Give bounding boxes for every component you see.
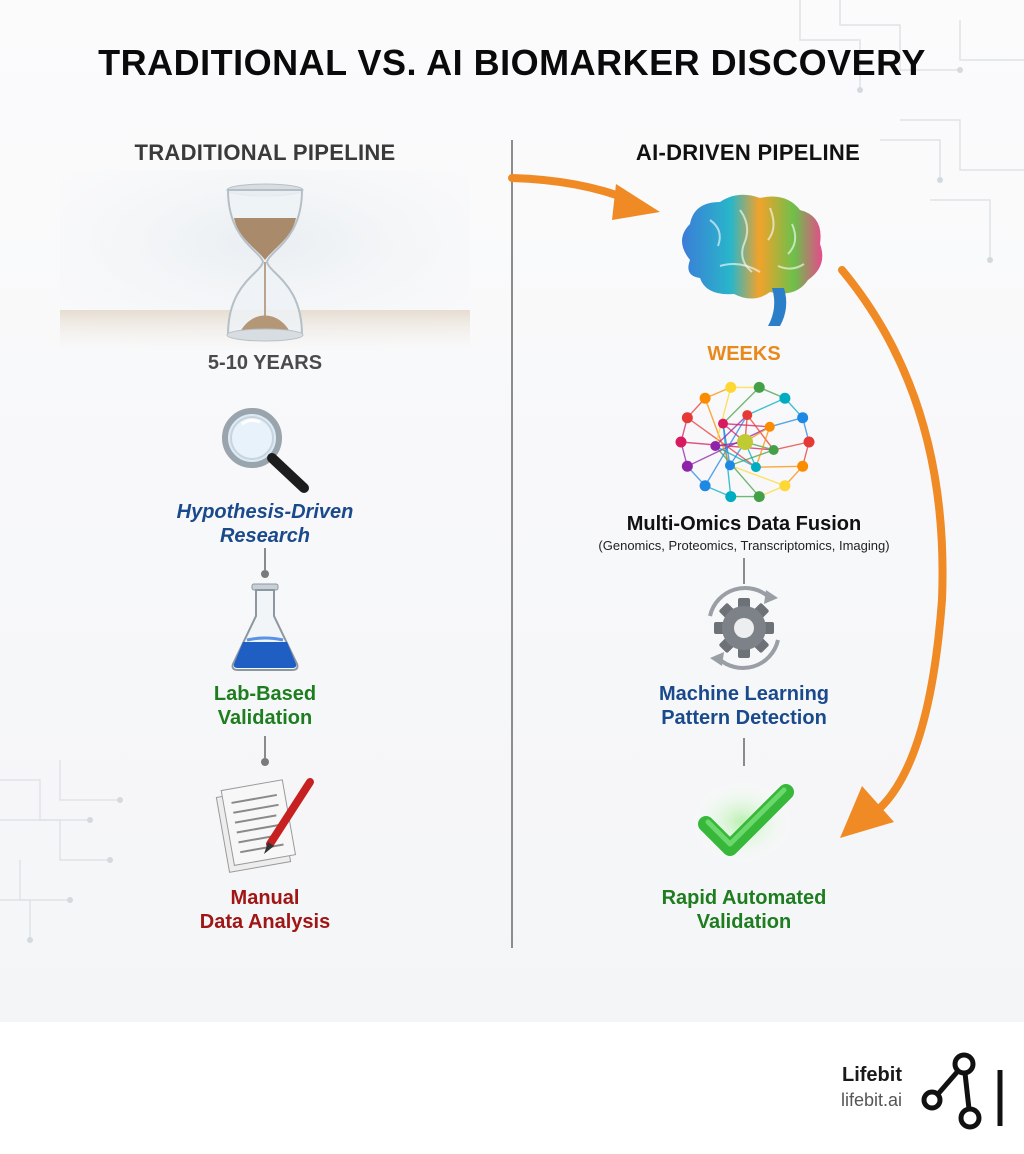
flow-arrow <box>508 174 947 838</box>
network-edge <box>729 464 786 487</box>
network-node <box>724 460 735 471</box>
network-node <box>699 480 711 492</box>
network-edge <box>714 387 732 447</box>
network-edge <box>704 414 748 487</box>
ai-duration: WEEKS <box>707 343 781 365</box>
hourglass-icon <box>60 170 470 350</box>
gear-icon <box>708 586 780 670</box>
network-node <box>768 444 779 455</box>
network-edge <box>714 445 760 498</box>
network-node <box>699 392 711 404</box>
network-edge <box>755 465 803 468</box>
network-node <box>681 460 693 472</box>
network-node <box>797 412 809 424</box>
network-edge <box>722 423 732 497</box>
step-label-manual-analysis: Manual Data Analysis <box>199 887 331 933</box>
network-node <box>725 381 737 393</box>
lifebit-logo <box>921 1052 1003 1130</box>
network-edge <box>722 386 760 425</box>
network-node <box>750 462 761 473</box>
network-node <box>797 460 809 472</box>
brand-url[interactable]: lifebit.ai <box>840 1090 902 1110</box>
step-label-multi-omics: Multi-Omics Data Fusion <box>626 513 862 535</box>
network-edge <box>769 417 803 428</box>
ai-pipeline-heading: AI-DRIVEN PIPELINE <box>635 140 861 165</box>
page-title: TRADITIONAL VS. AI BIOMARKER DISCOVERY <box>98 42 926 83</box>
network-node <box>675 436 687 448</box>
traditional-pipeline-heading: TRADITIONAL PIPELINE <box>134 140 396 165</box>
document-pen-icon <box>215 778 314 873</box>
footer <box>0 1022 1024 1154</box>
step-label-hypothesis-research: Hypothesis-Driven Research <box>176 501 354 547</box>
traditional-duration: 5-10 YEARS <box>207 352 323 374</box>
step-sublabel-omics-types: (Genomics, Proteomics, Transcriptomics, … <box>598 538 890 553</box>
network-node <box>681 412 693 424</box>
network-node <box>710 441 721 452</box>
magnifier-icon <box>222 408 309 493</box>
connector-dot <box>261 570 269 578</box>
checkmark-icon <box>690 780 794 864</box>
infographic-canvas: TRADITIONAL VS. AI BIOMARKER DISCOVERY T… <box>0 0 1024 1022</box>
network-node <box>753 381 765 393</box>
connector-dot <box>261 758 269 766</box>
connector-line <box>743 738 745 766</box>
network-node <box>779 392 791 404</box>
network-edge <box>773 441 810 451</box>
network-edge <box>704 397 731 466</box>
network-node <box>803 436 815 448</box>
network-node <box>718 418 729 429</box>
network-node <box>742 410 753 421</box>
network-edge <box>755 426 771 468</box>
network-node <box>753 491 765 503</box>
step-label-lab-validation: Lab-Based Validation <box>213 683 317 729</box>
circuit-background <box>0 0 1024 943</box>
network-node <box>779 480 791 492</box>
network-node <box>737 434 753 450</box>
connector-line <box>264 736 266 758</box>
column-divider <box>511 140 513 948</box>
step-label-rapid-validation: Rapid Automated Validation <box>661 887 827 933</box>
step-label-ml-pattern-detection: Machine Learning Pattern Detection <box>658 683 830 729</box>
brain-icon <box>682 194 823 326</box>
network-node <box>764 421 775 432</box>
network-icon <box>675 381 815 503</box>
network-node <box>725 491 737 503</box>
connector-line <box>264 548 266 570</box>
flask-icon <box>231 583 299 671</box>
connector-line <box>743 558 745 584</box>
brand-name: Lifebit <box>842 1064 902 1086</box>
network-edge <box>746 397 786 416</box>
